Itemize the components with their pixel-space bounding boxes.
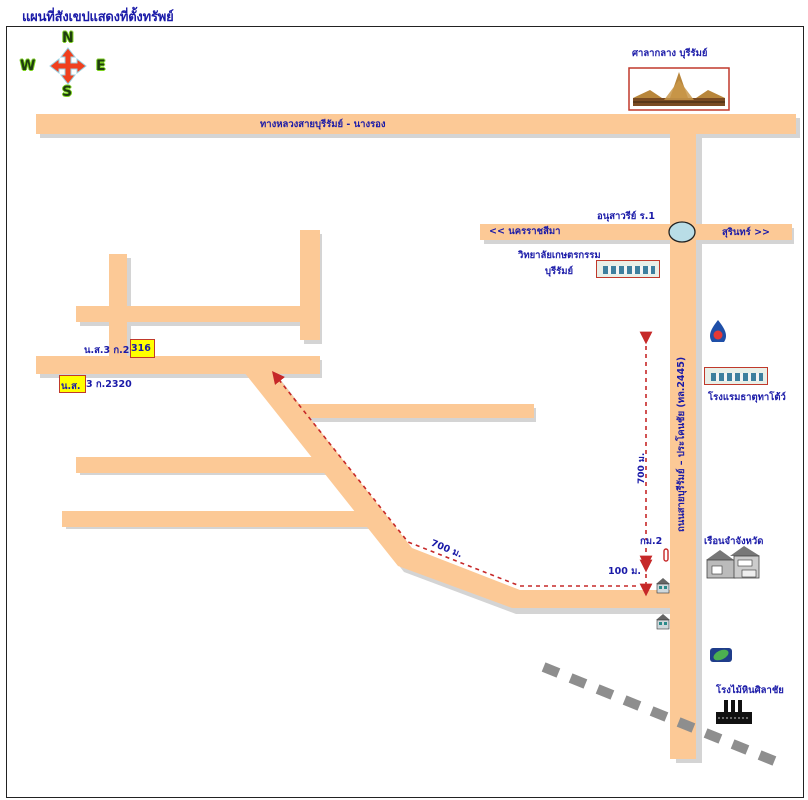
highway-buriram-nangrong bbox=[36, 114, 796, 134]
plot-2316-label-box: 316 bbox=[131, 343, 151, 354]
railway-sleeper bbox=[622, 695, 642, 711]
compass-south: S bbox=[62, 84, 73, 100]
route-lines bbox=[272, 331, 653, 597]
side-road-h3 bbox=[286, 404, 534, 418]
factory-label: โรงไม้หินศิลาชัย bbox=[716, 685, 784, 696]
small-house-icon bbox=[656, 578, 670, 594]
railway-sleeper bbox=[541, 662, 561, 678]
main-road-label: ถนนสายบุรีรัมย์ – ประโคนชัย (ทล.2445) bbox=[676, 356, 687, 532]
plot-2320-label-box: น.ส. bbox=[61, 381, 81, 392]
compass-east: E bbox=[96, 58, 106, 74]
east-direction-label[interactable]: สุรินทร์ >> bbox=[722, 227, 770, 238]
compass-north: N bbox=[62, 30, 74, 46]
factory-icon bbox=[716, 700, 752, 724]
side-road-h5 bbox=[62, 511, 374, 527]
railway-sleeper bbox=[703, 728, 723, 744]
plot-2320-marker[interactable]: น.ส. bbox=[59, 375, 86, 393]
small-house-icon bbox=[656, 614, 670, 630]
hotel-building-photo bbox=[704, 367, 768, 385]
prison-label: เรือนจำจังหวัด bbox=[704, 536, 764, 547]
railway-sleeper bbox=[730, 739, 750, 755]
short-distance-label: 100 ม. bbox=[608, 566, 642, 577]
hotel-label: โรงแรมธาตุทาโต้ว์ bbox=[708, 392, 786, 403]
railway-sleeper bbox=[595, 684, 615, 700]
side-road-h1 bbox=[76, 306, 320, 322]
railway-sleeper bbox=[649, 706, 669, 722]
monument-label: อนุสาวรีย์ ร.1 bbox=[597, 211, 655, 222]
plot-2316-label-prefix: น.ส.3 ก.2 bbox=[84, 345, 130, 356]
compass-west: W bbox=[20, 58, 36, 74]
college-building-photo bbox=[596, 260, 660, 278]
city-pillar-label: ศาลากลาง บุรีรัมย์ bbox=[632, 48, 708, 59]
railway-sleeper bbox=[568, 673, 588, 689]
college-label-line2: บุรีรัมย์ bbox=[545, 266, 574, 277]
side-road-v2 bbox=[300, 230, 320, 340]
railway-sleeper bbox=[676, 717, 696, 733]
large-house-icon bbox=[706, 546, 760, 579]
side-road-h2 bbox=[36, 356, 320, 374]
highway-label: ทางหลวงสายบุรีรัมย์ - นางรอง bbox=[260, 119, 386, 130]
map-frame bbox=[6, 26, 804, 798]
plot-2320-label-suffix: 3 ก.2320 bbox=[86, 379, 132, 390]
west-direction-label[interactable]: << นครราชสีมา bbox=[489, 226, 561, 237]
road-nakhon-ratchasima-surin bbox=[480, 224, 792, 240]
ptt-gas-station-icon bbox=[710, 320, 726, 342]
km-marker-label: กม.2 bbox=[640, 536, 663, 547]
thai-temple-icon bbox=[628, 67, 730, 111]
plot-2316-marker[interactable]: 316 bbox=[130, 339, 155, 358]
roundabout-icon[interactable] bbox=[668, 221, 696, 243]
college-label-line1: วิทยาลัยเกษตรกรรม bbox=[518, 250, 601, 261]
compass-arrows-icon bbox=[49, 47, 87, 85]
map-title: แผนที่สังเขปแสดงที่ตั้งทรัพย์ bbox=[22, 10, 174, 25]
km-marker-icon bbox=[663, 548, 669, 562]
leaf-logo-icon bbox=[710, 648, 732, 662]
railway-sleeper bbox=[757, 750, 777, 766]
diagonal-road bbox=[236, 362, 670, 608]
railway bbox=[541, 662, 777, 766]
side-road-h4 bbox=[76, 457, 326, 473]
vertical-distance-label: 700 ม. bbox=[637, 452, 647, 484]
